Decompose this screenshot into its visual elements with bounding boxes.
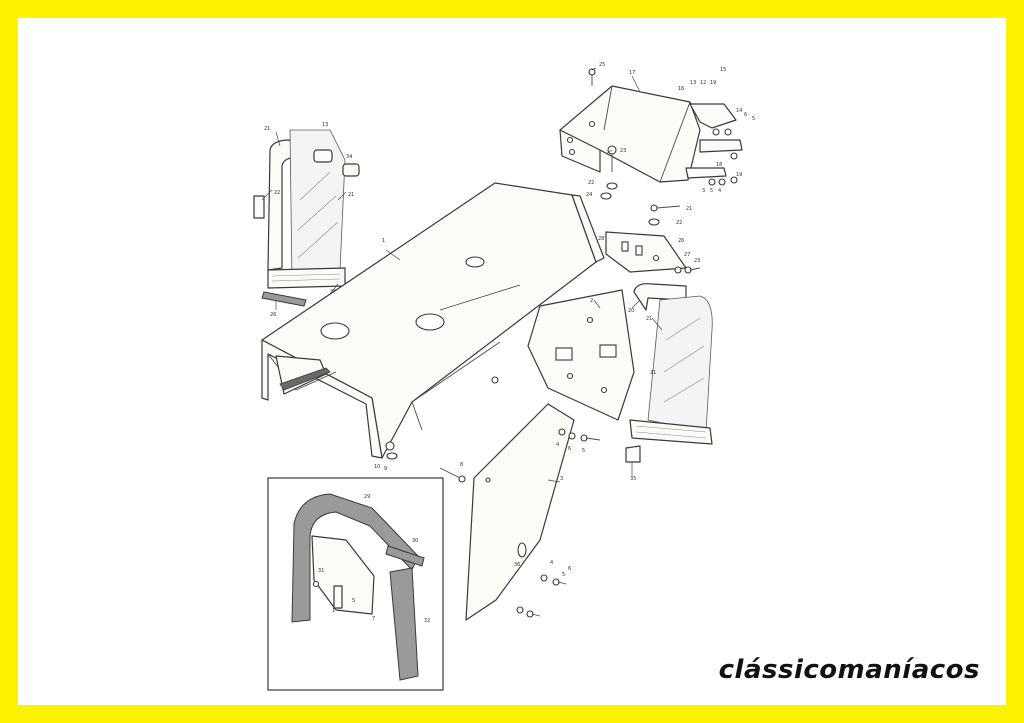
part-number: 6 bbox=[568, 446, 571, 452]
part-number: 5 bbox=[710, 188, 713, 194]
hood-cover bbox=[261, 182, 605, 459]
right-window-assembly bbox=[625, 283, 713, 463]
part-number: 2 bbox=[590, 298, 593, 304]
part-number: 13 bbox=[690, 80, 696, 86]
washer-22 bbox=[606, 182, 618, 190]
part-number: 22 bbox=[676, 220, 682, 226]
part-number: 29 bbox=[364, 494, 370, 500]
part-number: 21 bbox=[650, 370, 656, 376]
part-number: 26 bbox=[270, 312, 276, 318]
part-number: 5 bbox=[582, 448, 585, 454]
part-number: 14 bbox=[736, 108, 742, 114]
part-number: 22 bbox=[588, 180, 594, 186]
bolts-plate bbox=[674, 266, 701, 274]
bolt-8 bbox=[439, 467, 466, 483]
bracket-plate bbox=[605, 231, 687, 273]
part-number: 32 bbox=[424, 618, 430, 624]
part-number: 23 bbox=[694, 258, 700, 264]
part-number: 30 bbox=[412, 538, 418, 544]
part-number: 4 bbox=[718, 188, 721, 194]
part-number: 35 bbox=[630, 476, 636, 482]
part-number: 3 bbox=[560, 476, 563, 482]
part-number: 21 bbox=[646, 316, 652, 322]
part-number: 20 bbox=[628, 308, 634, 314]
part-number: 4 bbox=[556, 442, 559, 448]
part-number: 10 bbox=[374, 464, 380, 470]
rear-top-hood bbox=[559, 85, 743, 183]
bolts-panel-lower bbox=[516, 574, 567, 618]
page-frame bbox=[18, 18, 1006, 705]
bolts-mid bbox=[558, 428, 601, 442]
washer-24 bbox=[600, 192, 612, 200]
part-number: 23 bbox=[620, 148, 626, 154]
washer-22b bbox=[648, 218, 660, 226]
part-number: 28 bbox=[598, 236, 604, 242]
part-number: 9 bbox=[384, 466, 387, 472]
fasteners bbox=[385, 68, 738, 618]
bolts-right-cluster bbox=[708, 128, 738, 186]
bolt-21 bbox=[650, 204, 681, 212]
part-number: 12 bbox=[700, 80, 706, 86]
leader-lines bbox=[261, 67, 663, 483]
part-number: 21 bbox=[264, 126, 270, 132]
part-number: 19 bbox=[710, 80, 716, 86]
part-number: 5 bbox=[352, 598, 355, 604]
part-number: 4 bbox=[550, 560, 553, 566]
part-number: 31 bbox=[318, 568, 324, 574]
part-number: 26 bbox=[678, 238, 684, 244]
brand-watermark: clássicomaníacos bbox=[718, 655, 980, 685]
lower-flat-panel bbox=[465, 403, 575, 621]
part-number: 15 bbox=[720, 67, 726, 73]
side-panel-plate bbox=[527, 289, 635, 421]
part-number: 7 bbox=[372, 616, 375, 622]
part-number: 1 bbox=[382, 238, 385, 244]
bolt-top-25 bbox=[588, 68, 596, 86]
bolt-3-lower bbox=[385, 441, 398, 460]
part-number: 21 bbox=[348, 192, 354, 198]
part-number: 21 bbox=[686, 206, 692, 212]
part-number: 5 bbox=[562, 572, 565, 578]
part-number: 22 bbox=[274, 190, 280, 196]
part-number: 13 bbox=[322, 122, 328, 128]
part-number: 27 bbox=[684, 252, 690, 258]
inset-detail-box bbox=[267, 477, 444, 691]
part-number: 18 bbox=[716, 162, 722, 168]
bolt-23 bbox=[607, 145, 617, 172]
part-number: 6 bbox=[568, 566, 571, 572]
part-number: 19 bbox=[736, 172, 742, 178]
left-window-assembly bbox=[253, 129, 360, 307]
part-number: 1 bbox=[332, 608, 335, 614]
part-number: 5 bbox=[752, 116, 755, 122]
part-number: 17 bbox=[629, 70, 635, 76]
part-number: 16 bbox=[678, 86, 684, 92]
part-number: 34 bbox=[346, 154, 352, 160]
part-number: 3 bbox=[702, 188, 705, 194]
part-number: 24 bbox=[586, 192, 592, 198]
part-number: 8 bbox=[460, 462, 463, 468]
part-number: 36 bbox=[514, 562, 520, 568]
part-number-labels: 25 17 15 16 13 12 19 14 6 5 23 18 3 5 4 … bbox=[264, 62, 755, 624]
part-number: 25 bbox=[599, 62, 605, 68]
part-number: 6 bbox=[744, 112, 747, 118]
